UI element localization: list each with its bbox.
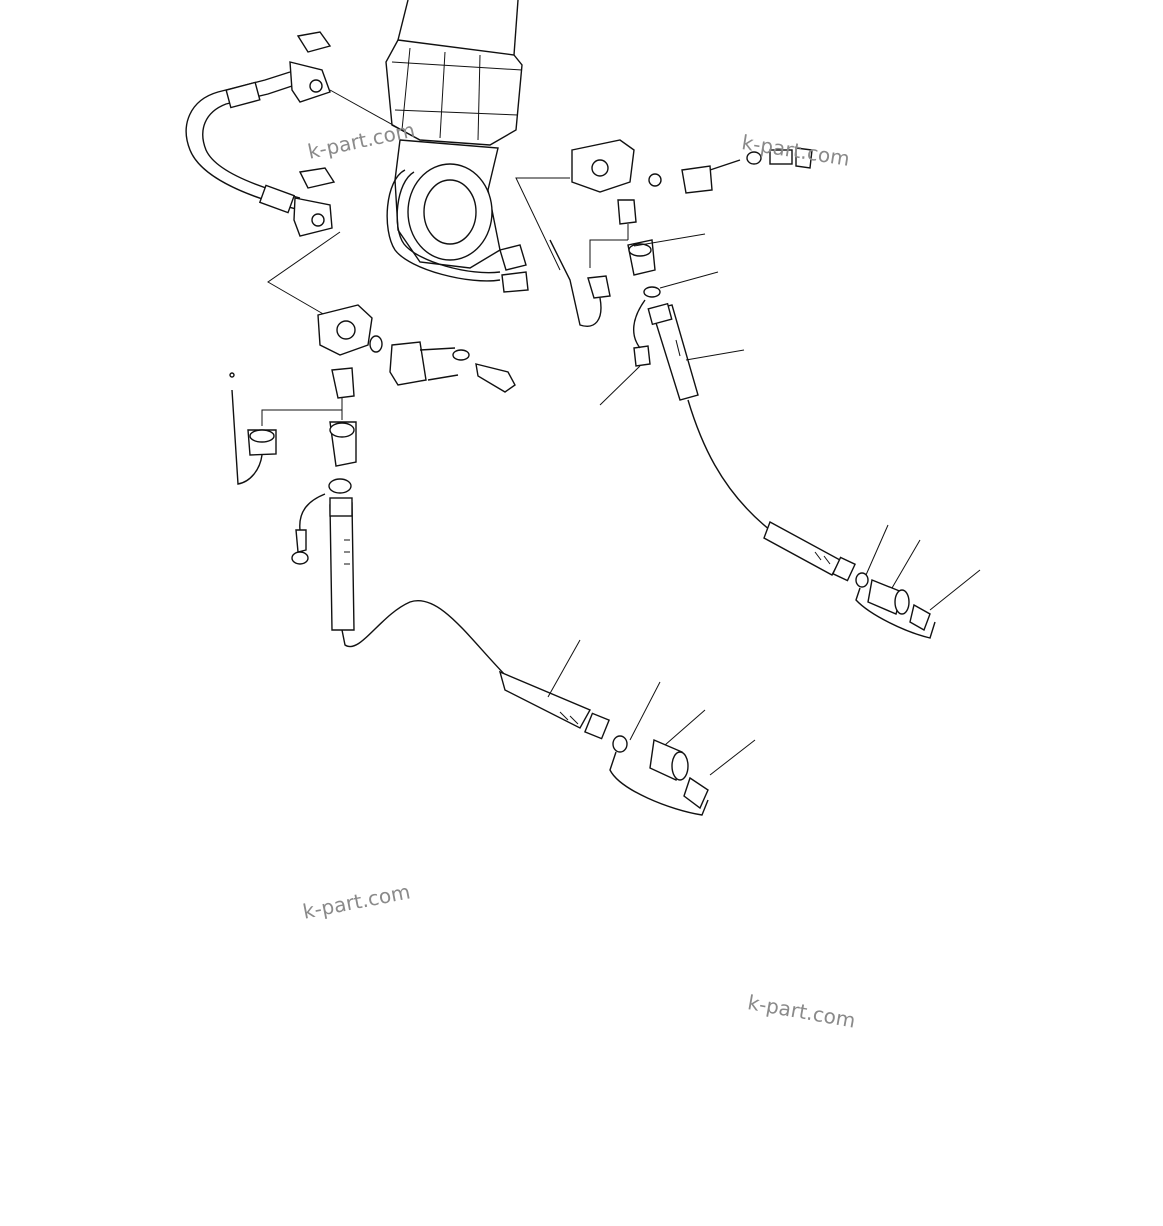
- hydraulic-cylinder: [385, 0, 523, 282]
- right-hose: [599, 299, 856, 582]
- right-coupler: [855, 524, 981, 639]
- lower-left-hose: [329, 497, 611, 740]
- right-block-assembly: [499, 139, 813, 327]
- lower-left-coupler: [609, 681, 756, 816]
- left-block-assembly: [229, 231, 516, 565]
- upper-left-bent-hose: [185, 31, 421, 237]
